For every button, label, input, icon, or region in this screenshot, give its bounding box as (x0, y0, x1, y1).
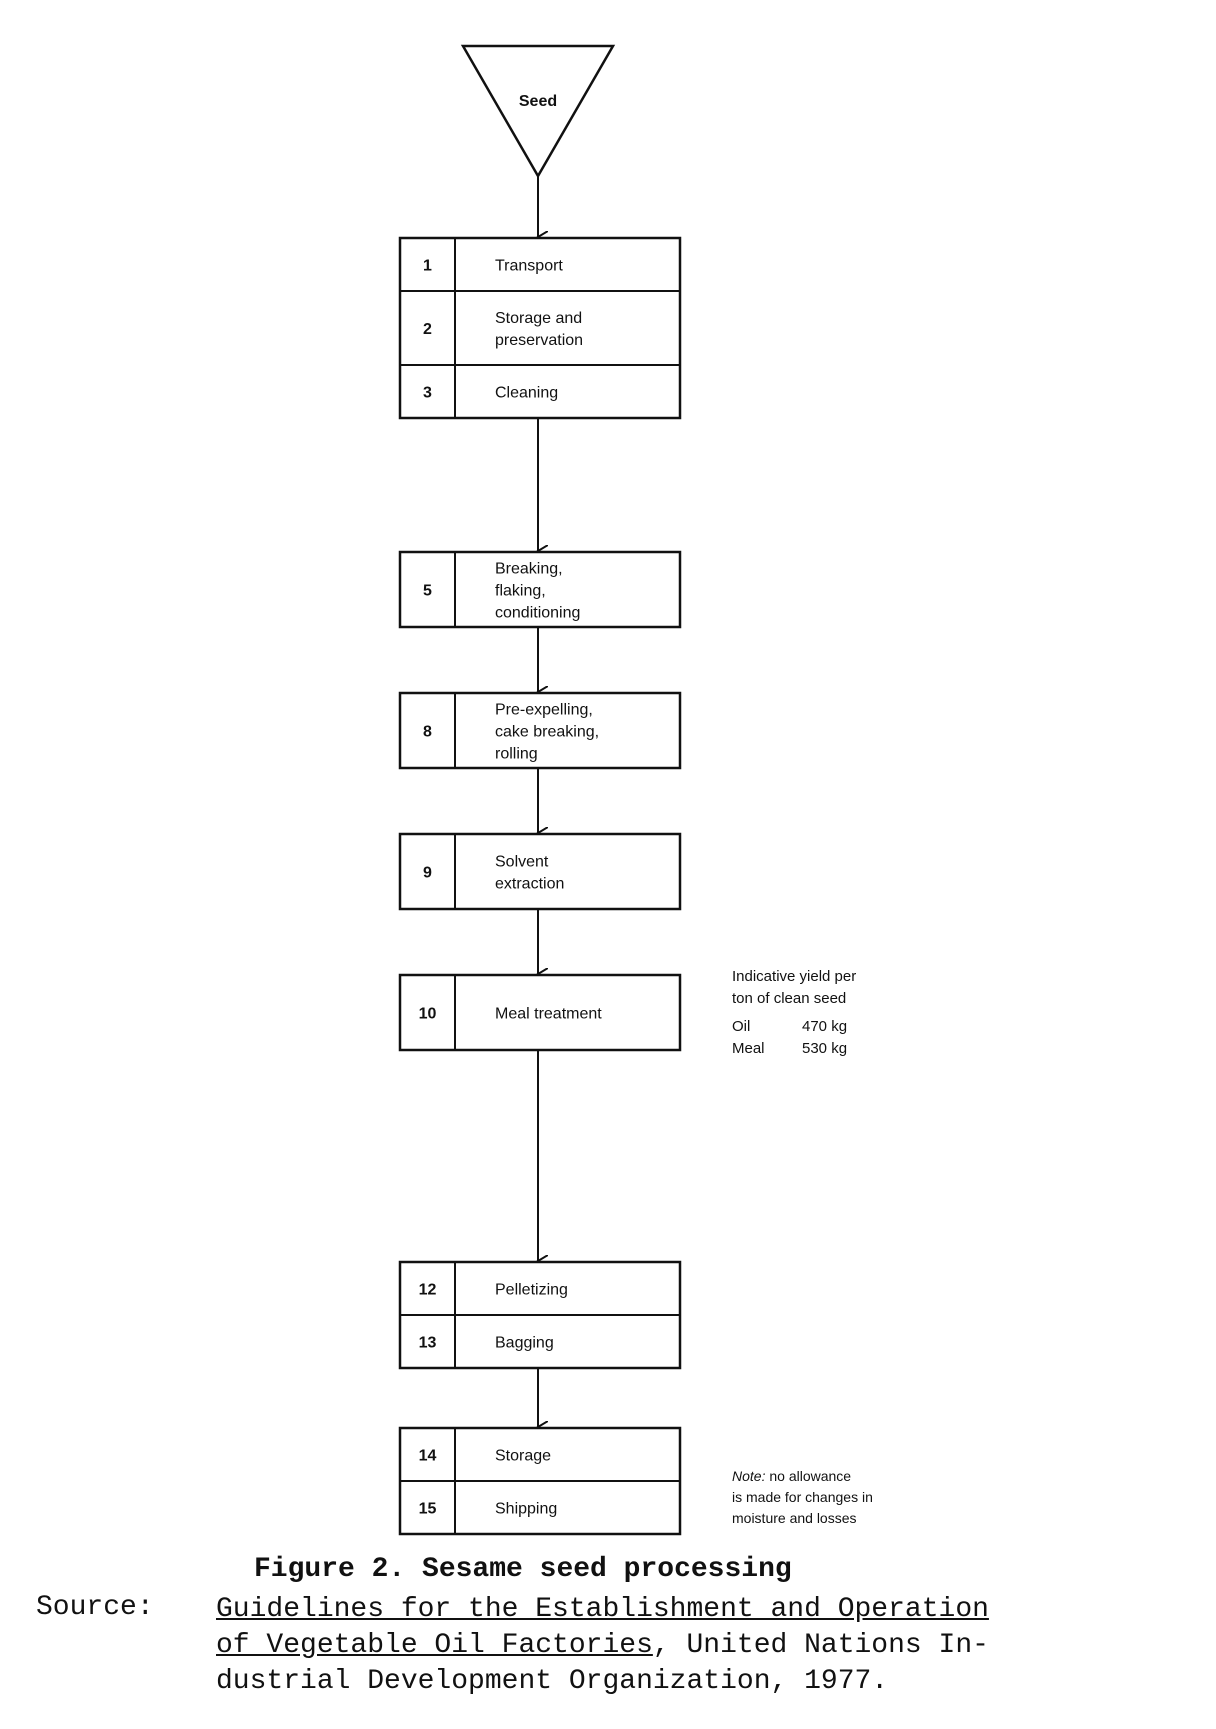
process-box-outline (398, 691, 682, 770)
step-label: Meal treatment (495, 1006, 602, 1023)
yield-heading-line-1: Indicative yield per (732, 968, 857, 985)
step-label: Pelletizing (495, 1282, 568, 1299)
source-citation: Guidelines for the Establishment and Ope… (216, 1592, 1176, 1700)
step-label: Storage (495, 1448, 551, 1465)
step-number: 12 (419, 1282, 437, 1299)
step-number: 3 (423, 385, 432, 402)
process-box-group: 5 Breaking, flaking, conditioning (398, 550, 682, 629)
step-number: 1 (423, 258, 432, 275)
step-label: Cleaning (495, 385, 558, 402)
source-line-2: of Vegetable Oil Factories, United Natio… (216, 1628, 1176, 1664)
step-label: Bagging (495, 1335, 554, 1352)
source-rest-2: dustrial Development Organization, 1977. (216, 1666, 889, 1697)
yield-oil-value: 470 kg (802, 1018, 848, 1035)
process-box-group: 9 Solvent extraction (398, 832, 682, 911)
step-number: 14 (419, 1448, 437, 1465)
flowchart: Seed 1 Transport 2 Storage and preservation 3… (398, 44, 682, 1536)
step-number: 5 (423, 583, 432, 600)
allowance-note-line-2: is made for changes in (732, 1489, 873, 1505)
step-number: 13 (419, 1335, 437, 1352)
step-label: flaking, (495, 583, 546, 600)
source-label: Source: (36, 1592, 154, 1623)
step-label: Shipping (495, 1501, 557, 1518)
yield-note: Indicative yield per ton of clean seed O… (732, 966, 856, 1060)
process-box-outline (398, 236, 682, 420)
source-title-part-1: Guidelines for the Establishment and Ope… (216, 1594, 989, 1625)
source-line-3: dustrial Development Organization, 1977. (216, 1664, 1176, 1700)
allowance-note: Note: no allowance is made for changes i… (732, 1466, 873, 1529)
allowance-note-line-3: moisture and losses (732, 1510, 857, 1526)
process-box-outline (398, 973, 682, 1052)
process-box-group: 8 Pre-expelling, cake breaking, rolling (398, 691, 682, 770)
process-box-group: 12 Pelletizing 13 Bagging (398, 1260, 682, 1370)
step-label: Breaking, (495, 561, 563, 578)
process-box-group: 10 Meal treatment (398, 973, 682, 1052)
yield-oil-label: Oil (732, 1018, 751, 1035)
note-text-1: no allowance (769, 1468, 852, 1484)
step-label: extraction (495, 876, 564, 893)
step-number: 8 (423, 724, 432, 741)
step-number: 10 (419, 1006, 437, 1023)
yield-oil-row: Oil 470 kg (732, 1016, 856, 1038)
step-label: rolling (495, 746, 538, 763)
step-label: Transport (495, 258, 563, 275)
source-title-part-2: of Vegetable Oil Factories (216, 1630, 653, 1661)
yield-meal-value: 530 kg (802, 1040, 848, 1057)
step-label: preservation (495, 332, 583, 349)
yield-heading-line-2: ton of clean seed (732, 990, 847, 1007)
seed-input-triangle (460, 44, 616, 179)
step-label: Solvent (495, 854, 549, 871)
step-number: 15 (419, 1501, 437, 1518)
step-label: Pre-expelling, (495, 702, 593, 719)
seed-label: Seed (519, 93, 557, 110)
source-line-1: Guidelines for the Establishment and Ope… (216, 1592, 1176, 1628)
process-box-group: 14 Storage 15 Shipping (398, 1426, 682, 1536)
step-label: cake breaking, (495, 724, 599, 741)
process-box-outline (398, 832, 682, 911)
step-number: 9 (423, 865, 432, 882)
process-box-group: 1 Transport 2 Storage and preservation 3 Clean… (398, 236, 682, 420)
figure-caption: Figure 2. Sesame seed processing (254, 1554, 792, 1585)
yield-meal-label: Meal (732, 1040, 765, 1057)
process-box-outline (398, 550, 682, 629)
step-label: Storage and (495, 310, 582, 327)
yield-meal-row: Meal 530 kg (732, 1038, 856, 1060)
source-rest-1: , United Nations In- (652, 1630, 989, 1661)
step-label: conditioning (495, 605, 580, 622)
allowance-note-line-1: Note: no allowance (732, 1466, 873, 1487)
note-label: Note: (732, 1468, 766, 1484)
step-number: 2 (423, 321, 432, 338)
